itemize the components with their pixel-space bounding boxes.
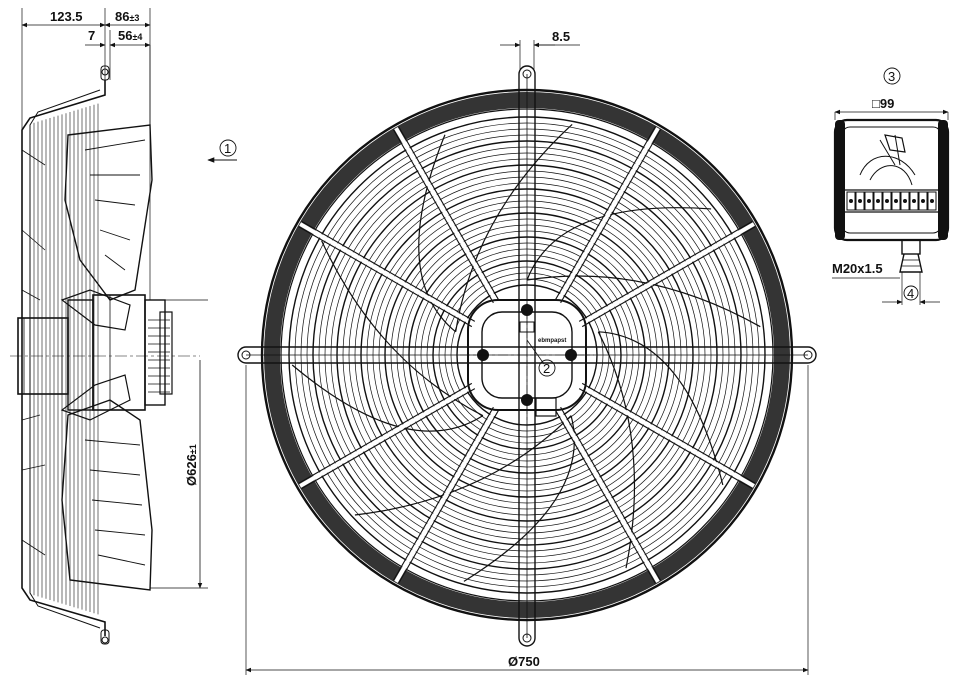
front-fan-blades	[291, 123, 761, 582]
callout-2-motor: 2	[526, 339, 556, 377]
terminal-box-view: 3 □99 M20x1.5 4	[832, 67, 950, 305]
dim-box-size: □99	[872, 96, 894, 111]
dim-cable-gland: M20x1.5	[832, 261, 883, 276]
dim-blade-diameter: Ø626±1	[184, 444, 199, 486]
motor-cooling-fins	[148, 319, 170, 393]
front-view: ebmpapst 2 8.5 Ø750	[237, 29, 817, 675]
dim-total-length: 123.5	[50, 9, 83, 24]
dim-flange-depth: 86±3	[115, 9, 139, 24]
side-guard-wires	[33, 103, 99, 615]
callout-4-gland: 4	[907, 286, 914, 301]
side-motor	[10, 294, 200, 411]
callout-1-airflow: 1	[207, 139, 237, 163]
side-guard-profile	[21, 65, 110, 645]
brand-label: ebmpapst	[538, 338, 566, 344]
dim-mounting-slot: 8.5	[552, 29, 570, 44]
front-hub: ebmpapst	[460, 290, 594, 420]
svg-text:2: 2	[543, 361, 550, 376]
dim-offset: 7	[88, 28, 95, 43]
dim-hub-depth: 56±4	[118, 28, 142, 43]
svg-text:1: 1	[224, 141, 231, 156]
terminal-strip	[845, 189, 938, 213]
side-view: 123.5 86±3 7 56±4	[10, 8, 208, 645]
guard-spokes	[298, 126, 756, 584]
callout-3-terminal-box: 3	[888, 69, 895, 84]
dim-guard-diameter: Ø750	[508, 654, 540, 669]
side-fan-blades	[60, 124, 153, 591]
